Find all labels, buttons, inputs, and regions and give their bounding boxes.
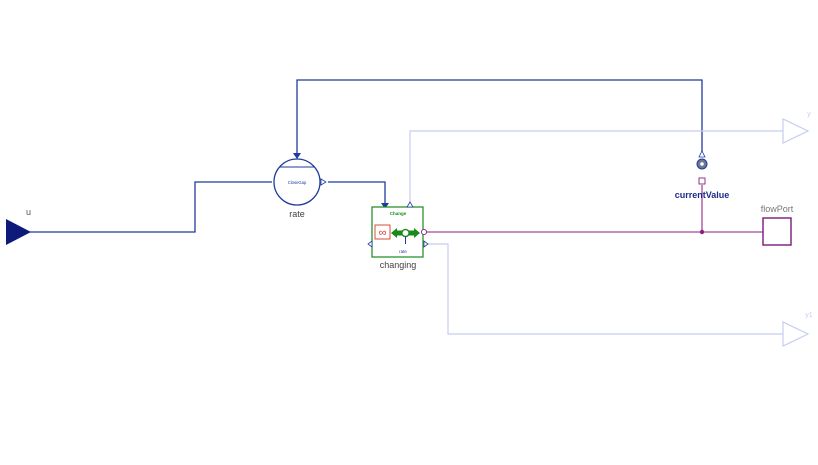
changing-right-port — [423, 240, 429, 248]
current-value-output-port — [698, 150, 706, 158]
infinity-icon: ∞ — [379, 227, 387, 239]
input-port-u-label: u — [26, 207, 31, 217]
changing-port-text: rate — [399, 249, 407, 254]
connection-changing-to-y[interactable] — [409, 130, 783, 204]
connection-changing-to-y1[interactable] — [424, 243, 783, 335]
rate-circle — [273, 158, 321, 206]
output-port-y-icon[interactable] — [782, 118, 810, 144]
rate-block[interactable]: CloseGap — [273, 158, 327, 206]
output-port-y1-label: y1 — [805, 312, 813, 319]
connection-feedback-loop[interactable] — [296, 79, 703, 154]
current-value-label: currentValue — [675, 190, 730, 200]
valve-icon — [401, 228, 410, 238]
arrowhead-rate-input — [293, 153, 301, 159]
changing-label: changing — [380, 260, 417, 270]
junction-dot — [699, 229, 705, 235]
rate-inner-text: CloseGap — [288, 180, 307, 185]
flowport-label: flowPort — [761, 204, 794, 214]
changing-stock-port — [420, 228, 428, 236]
infinity-source-box — [374, 224, 391, 240]
connection-rate-to-changing[interactable] — [328, 181, 386, 204]
flowport-box[interactable] — [762, 217, 792, 246]
changing-output-top-port — [406, 201, 414, 208]
arrowhead-changing-input — [381, 203, 389, 209]
current-value-block[interactable] — [696, 150, 708, 185]
output-port-y1-icon[interactable] — [782, 321, 810, 347]
changing-title: Change — [390, 211, 407, 216]
output-port-y-label: y — [807, 111, 811, 118]
rate-output-port — [320, 178, 327, 186]
rate-label: rate — [289, 209, 305, 219]
changing-block[interactable]: Change ∞ rate — [367, 201, 429, 258]
changing-left-port — [367, 240, 373, 248]
current-value-stock-port — [698, 177, 706, 185]
input-port-u-icon[interactable] — [6, 219, 31, 245]
connection-u-to-rate[interactable] — [30, 181, 272, 233]
current-value-sensor-dot — [700, 162, 704, 166]
flow-arrow-right-icon — [414, 228, 420, 238]
flow-arrow-left-icon — [391, 228, 397, 238]
